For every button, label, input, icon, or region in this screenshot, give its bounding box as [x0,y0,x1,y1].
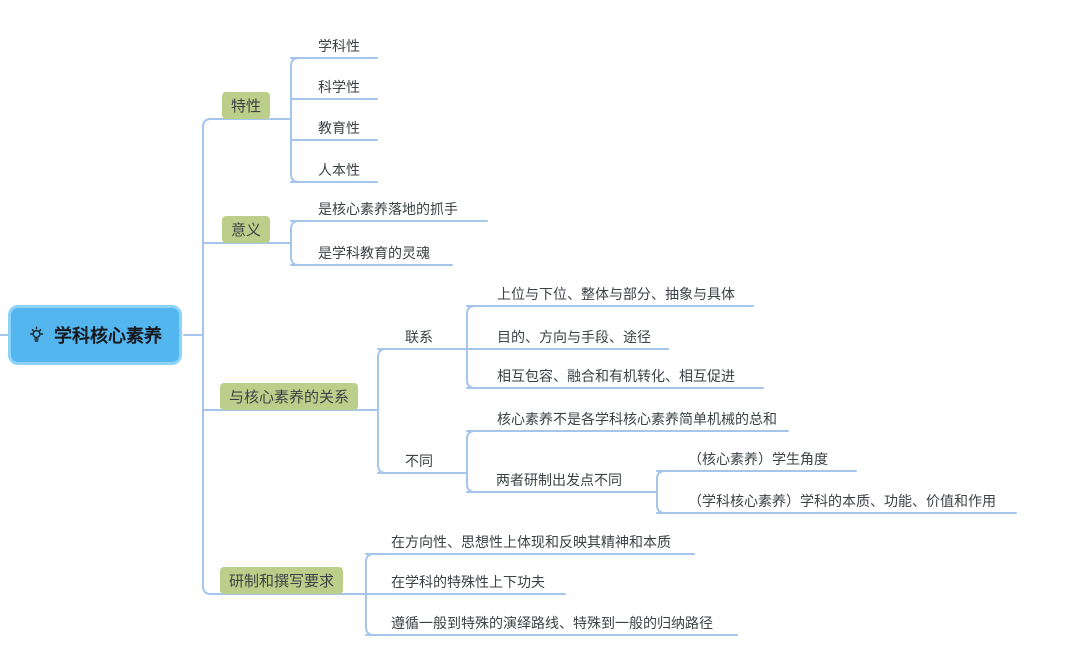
leaf-mutual-inclusion-promotion[interactable]: 相互包容、融合和有机转化、相互促进 [497,368,735,384]
leaf-purpose-direction-means[interactable]: 目的、方向与手段、途径 [497,329,651,345]
lightbulb-icon [28,326,45,345]
node-difference[interactable]: 不同 [405,453,433,469]
branch-relationship-with-core-literacy[interactable]: 与核心素养的关系 [220,383,359,410]
leaf-subject-core-literacy-essence[interactable]: （学科核心素养）学科的本质、功能、价值和作用 [688,493,996,509]
leaf-direction-ideology-spirit-essence[interactable]: 在方向性、思想性上体现和反映其精神和本质 [391,534,671,550]
branch-features[interactable]: 特性 [222,92,271,119]
leaf-subject-nature[interactable]: 学科性 [318,38,360,54]
leaf-superordinate-subordinate[interactable]: 上位与下位、整体与部分、抽象与具体 [497,286,735,302]
branch-development-writing-requirements[interactable]: 研制和撰写要求 [220,567,344,594]
leaf-soul-of-subject-education[interactable]: 是学科教育的灵魂 [318,245,430,261]
leaf-not-simple-mechanical-sum[interactable]: 核心素养不是各学科核心素养简单机械的总和 [497,411,777,427]
root-label: 学科核心素养 [54,326,162,346]
leaf-deduction-induction-paths[interactable]: 遵循一般到特殊的演绎路线、特殊到一般的归纳路径 [391,615,713,631]
leaf-subject-particularity-effort[interactable]: 在学科的特殊性上下功夫 [391,574,545,590]
leaf-educational-nature[interactable]: 教育性 [318,120,360,136]
leaf-core-literacy-student-angle[interactable]: （核心素养）学生角度 [688,451,828,467]
leaf-scientific-nature[interactable]: 科学性 [318,79,360,95]
branch-significance[interactable]: 意义 [222,216,271,243]
node-connection[interactable]: 联系 [405,329,433,345]
node-different-starting-points[interactable]: 两者研制出发点不同 [496,472,622,488]
leaf-grip-for-core-literacy-implementation[interactable]: 是核心素养落地的抓手 [318,201,458,217]
root-node[interactable]: 学科核心素养 [8,305,182,365]
leaf-humanistic-nature[interactable]: 人本性 [318,162,360,178]
